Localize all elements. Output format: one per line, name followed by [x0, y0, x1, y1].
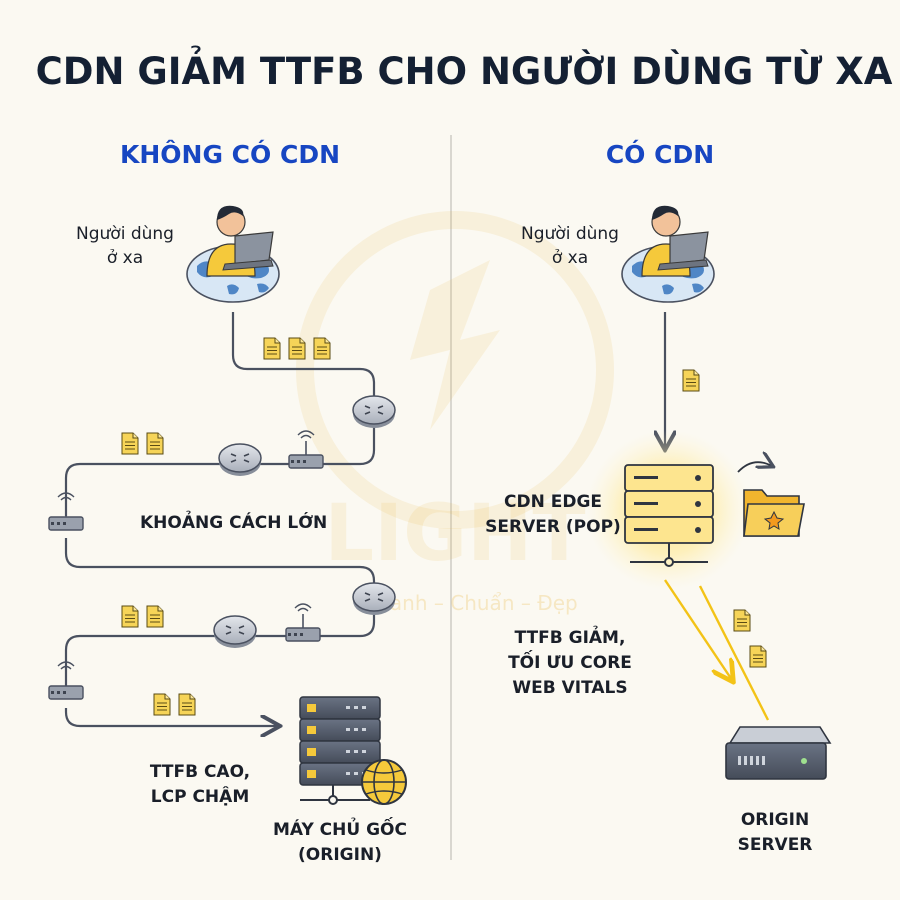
edge-server-label: CDN EDGE SERVER (POP): [478, 490, 628, 540]
left-router-1-icon: [352, 395, 396, 429]
watermark-text: LIGHT: [324, 489, 585, 579]
right-origin-label: ORIGIN SERVER: [720, 808, 830, 858]
column-divider: [450, 135, 452, 860]
left-files-4: [153, 693, 196, 716]
left-origin-label: MÁY CHỦ GỐC (ORIGIN): [255, 818, 425, 868]
right-user-label-line2: ở xa: [551, 248, 589, 268]
left-origin-line1: MÁY CHỦ GỐC: [273, 820, 407, 840]
right-user-icon: [621, 204, 715, 303]
left-result-line1: TTFB CAO,: [149, 762, 251, 782]
globe-icon: [361, 759, 407, 805]
left-result-label: TTFB CAO, LCP CHẬM: [130, 760, 270, 810]
left-router-3-icon: [352, 582, 396, 616]
left-path-arrow: [64, 708, 278, 726]
edge-line1: CDN EDGE: [503, 492, 603, 512]
cache-folder-icon: [737, 462, 805, 537]
right-result-line2: TỐI ƯU CORE: [508, 653, 632, 673]
edge-to-origin-arrow-2: [698, 585, 770, 721]
left-router-2-icon: [218, 443, 262, 477]
right-user-label: Người dùng ở xa: [505, 222, 635, 270]
right-result-line3: WEB VITALS: [512, 678, 628, 698]
left-result-line2: LCP CHẬM: [150, 787, 250, 807]
edge-server-icon: [624, 464, 714, 567]
edge-to-origin-arrow-1: [664, 579, 732, 680]
right-origin-server-icon: [725, 726, 832, 780]
left-origin-line2: (ORIGIN): [298, 845, 382, 865]
left-user-label: Người dùng ở xa: [60, 222, 190, 270]
left-files-1: [263, 337, 331, 360]
right-user-label-line1: Người dùng: [521, 224, 619, 244]
left-user-label-line2: ở xa: [106, 248, 144, 268]
left-origin-server-icon: [299, 696, 381, 805]
right-result-label: TTFB GIẢM, TỐI ƯU CORE WEB VITALS: [490, 626, 650, 701]
right-result-line1: TTFB GIẢM,: [514, 628, 626, 648]
right-files-2: [733, 609, 767, 668]
left-user-label-line1: Người dùng: [76, 224, 174, 244]
left-heading: KHÔNG CÓ CDN: [119, 140, 341, 169]
left-wifi-router-3-icon: [285, 603, 321, 642]
right-heading: CÓ CDN: [605, 140, 715, 169]
left-router-4-icon: [213, 615, 257, 649]
left-files-3: [121, 605, 164, 628]
watermark-slogan: Nhanh – Chuẩn – Đẹp: [362, 591, 577, 615]
left-files-2: [121, 432, 164, 455]
left-path-3: [64, 538, 376, 584]
left-path-1: [231, 312, 376, 396]
distance-label: KHOẢNG CÁCH LỚN: [140, 513, 328, 533]
page-title: CDN GIẢM TTFB CHO NGƯỜI DÙNG TỪ XA: [35, 50, 893, 93]
edge-line2: SERVER (POP): [485, 517, 621, 537]
right-file-1: [682, 369, 700, 392]
right-origin-line1: ORIGIN: [740, 810, 810, 830]
right-origin-line2: SERVER: [737, 835, 813, 855]
left-user-icon: [186, 204, 280, 303]
